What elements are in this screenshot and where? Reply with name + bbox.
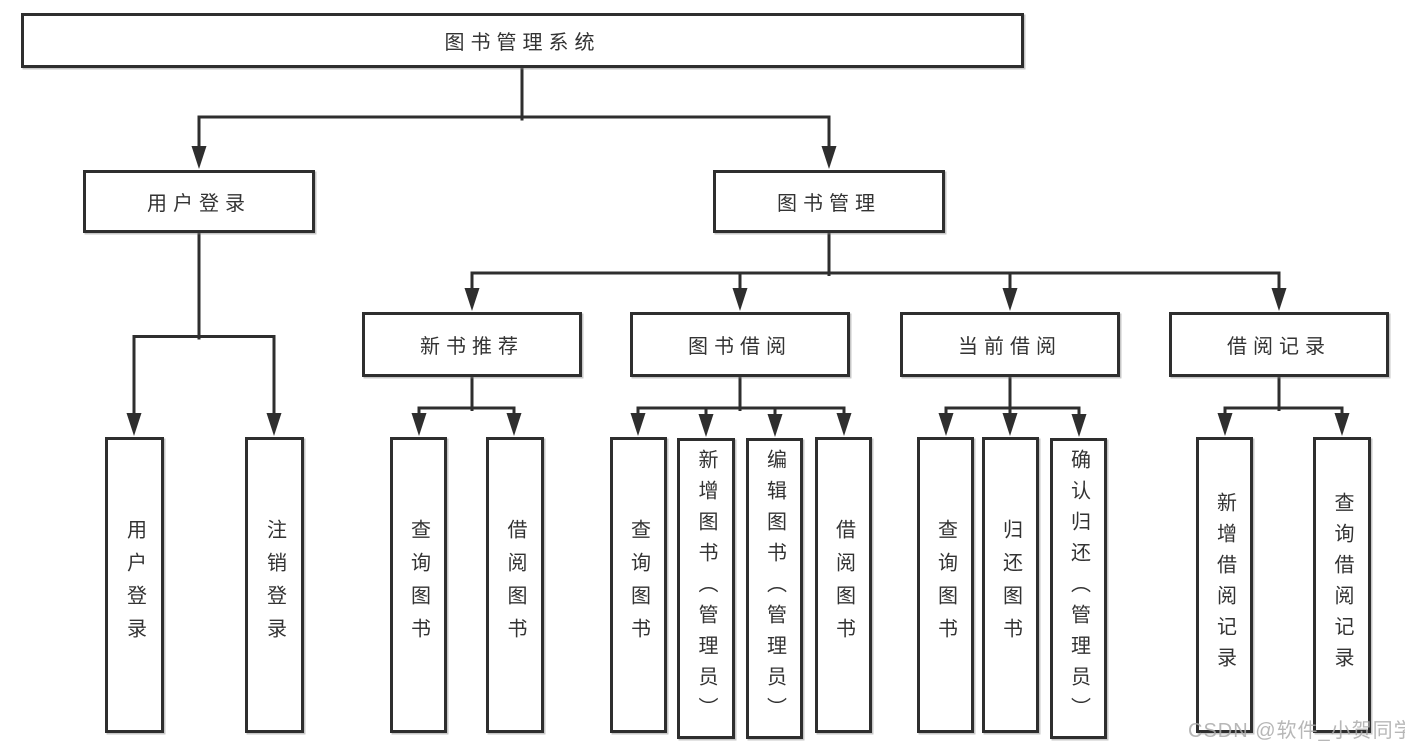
- node-new-book-recommend-label: 新书推荐: [420, 336, 524, 358]
- leaf-query-book-1: 查询图书: [390, 437, 447, 733]
- leaf-add-book-admin-label: 新增图书（管理员）: [695, 449, 717, 728]
- leaf-query-book-3-label: 查询图书: [934, 519, 957, 651]
- leaf-logout: 注销登录: [245, 437, 304, 733]
- node-user-login: 用户登录: [83, 170, 315, 233]
- leaf-return-book: 归还图书: [982, 437, 1039, 733]
- arrowhead: [1217, 413, 1233, 436]
- node-root-label: 图书管理系统: [444, 32, 601, 54]
- csdn-watermark: CSDN @软件_小贺同学: [1188, 720, 1405, 742]
- leaf-borrow-book-1: 借阅图书: [486, 437, 544, 733]
- leaf-query-book-3: 查询图书: [917, 437, 974, 733]
- node-book-management: 图书管理: [713, 170, 945, 233]
- arrowhead: [732, 288, 748, 311]
- leaf-borrow-book-2-label: 借阅图书: [832, 519, 855, 651]
- arrowhead: [698, 414, 714, 437]
- leaf-add-borrow-record: 新增借阅记录: [1196, 437, 1253, 733]
- arrowhead: [1071, 414, 1087, 437]
- arrowhead: [191, 146, 207, 169]
- arrowhead: [411, 413, 427, 436]
- arrowhead: [630, 413, 646, 436]
- leaf-edit-book-admin: 编辑图书（管理员）: [746, 438, 803, 739]
- leaf-user-login-label: 用户登录: [123, 519, 146, 651]
- arrowhead: [126, 413, 142, 436]
- leaf-query-borrow-record: 查询借阅记录: [1313, 437, 1371, 733]
- node-borrow-records-label: 借阅记录: [1227, 336, 1331, 358]
- node-book-borrow-label: 图书借阅: [688, 336, 792, 358]
- leaf-query-book-2-label: 查询图书: [627, 519, 650, 651]
- node-current-borrow-label: 当前借阅: [958, 336, 1062, 358]
- leaf-add-borrow-record-label: 新增借阅记录: [1213, 492, 1236, 678]
- node-book-management-label: 图书管理: [777, 193, 881, 215]
- arrowhead: [1271, 288, 1287, 311]
- arrowhead: [938, 413, 954, 436]
- leaf-return-book-label: 归还图书: [999, 519, 1022, 651]
- leaf-borrow-book-2: 借阅图书: [815, 437, 872, 733]
- arrowhead: [1002, 288, 1018, 311]
- leaf-user-login: 用户登录: [105, 437, 164, 733]
- node-current-borrow: 当前借阅: [900, 312, 1120, 377]
- arrowhead: [767, 414, 783, 437]
- leaf-query-book-2: 查询图书: [610, 437, 667, 733]
- leaf-edit-book-admin-label: 编辑图书（管理员）: [763, 449, 786, 728]
- leaf-query-book-1-label: 查询图书: [407, 519, 430, 651]
- leaf-logout-label: 注销登录: [263, 519, 286, 651]
- leaf-add-book-admin: 新增图书（管理员）: [677, 438, 735, 739]
- node-book-borrow: 图书借阅: [630, 312, 850, 377]
- arrowhead: [464, 288, 480, 311]
- leaf-confirm-return-admin: 确认归还（管理员）: [1050, 438, 1107, 739]
- leaf-confirm-return-admin-label: 确认归还（管理员）: [1067, 449, 1090, 728]
- node-user-login-label: 用户登录: [147, 193, 251, 215]
- leaf-query-borrow-record-label: 查询借阅记录: [1331, 492, 1353, 678]
- arrowhead: [821, 146, 837, 169]
- arrowhead: [1002, 413, 1018, 436]
- leaf-borrow-book-1-label: 借阅图书: [504, 519, 526, 651]
- node-new-book-recommend: 新书推荐: [362, 312, 582, 377]
- node-root: 图书管理系统: [21, 13, 1024, 68]
- arrowhead: [836, 413, 852, 436]
- node-borrow-records: 借阅记录: [1169, 312, 1389, 377]
- arrowhead: [1334, 413, 1350, 436]
- arrowhead: [506, 413, 522, 436]
- arrowhead: [266, 413, 282, 436]
